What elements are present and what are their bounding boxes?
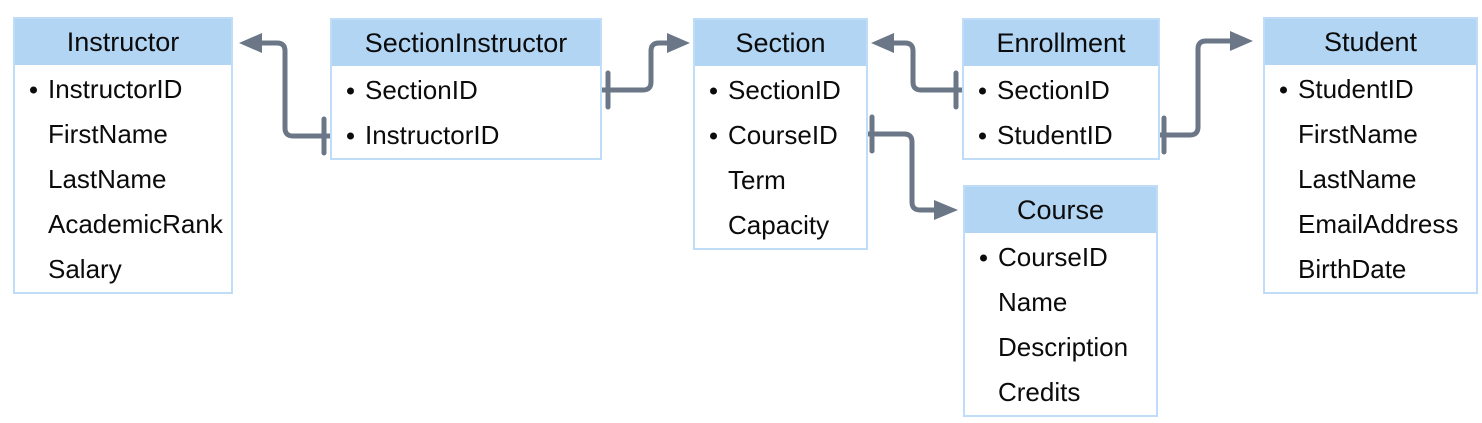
attribute-label: CourseID xyxy=(728,120,838,150)
connector-line xyxy=(1157,38,1233,138)
arrow-head-icon xyxy=(239,33,262,53)
attribute-row: InstructorID xyxy=(15,67,231,112)
attribute-row: LastName xyxy=(1265,157,1476,202)
primary-key-bullet-icon xyxy=(30,86,37,93)
attribute-row: Term xyxy=(695,158,866,203)
attribute-label: FirstName xyxy=(48,119,168,149)
entity-attributes: SectionID InstructorID xyxy=(332,68,600,158)
entity-sectioninstructor: SectionInstructor SectionID InstructorID xyxy=(330,18,602,160)
attribute-row: CourseID xyxy=(695,113,866,158)
attribute-label: LastName xyxy=(1298,164,1417,194)
connector-line xyxy=(599,40,670,93)
attribute-label: InstructorID xyxy=(365,120,500,150)
attribute-row: Credits xyxy=(965,370,1156,415)
entity-title: Section xyxy=(695,20,866,68)
connector-enrollment-to-student xyxy=(1157,31,1253,155)
primary-key-bullet-icon xyxy=(979,87,986,94)
attribute-label: Capacity xyxy=(728,210,830,240)
arrow-head-icon xyxy=(934,200,958,220)
primary-key-bullet-icon xyxy=(980,254,987,261)
arrow-head-icon xyxy=(871,33,894,53)
attribute-row: Salary xyxy=(15,247,231,292)
attribute-label: InstructorID xyxy=(48,74,183,104)
connector-line xyxy=(259,40,333,139)
attribute-label: LastName xyxy=(48,164,167,194)
attribute-label: AcademicRank xyxy=(48,209,223,239)
attribute-row: SectionID xyxy=(695,68,866,113)
attribute-row: AcademicRank xyxy=(15,202,231,247)
entity-title: Student xyxy=(1265,19,1476,67)
attribute-row: SectionID xyxy=(964,68,1158,113)
arrow-head-icon xyxy=(667,33,690,53)
attribute-row: CourseID xyxy=(965,235,1156,280)
entity-course: Course CourseID Name Description Credits xyxy=(963,185,1158,417)
primary-key-bullet-icon xyxy=(1280,86,1287,93)
entity-student: Student StudentID FirstName LastName Ema… xyxy=(1263,17,1478,294)
primary-key-bullet-icon xyxy=(347,132,354,139)
entity-title: SectionInstructor xyxy=(332,20,600,68)
entity-attributes: SectionID CourseID Term Capacity xyxy=(695,68,866,248)
attribute-row: Name xyxy=(965,280,1156,325)
primary-key-bullet-icon xyxy=(710,132,717,139)
entity-attributes: StudentID FirstName LastName EmailAddres… xyxy=(1265,67,1476,292)
primary-key-bullet-icon xyxy=(979,132,986,139)
attribute-row: StudentID xyxy=(964,113,1158,158)
connector-line xyxy=(865,131,937,213)
connector-sectioninstructor-to-instructor xyxy=(239,33,333,156)
attribute-label: FirstName xyxy=(1298,119,1418,149)
attribute-label: Name xyxy=(998,287,1068,317)
attribute-label: SectionID xyxy=(997,75,1110,105)
attribute-label: SectionID xyxy=(728,75,841,105)
attribute-label: BirthDate xyxy=(1298,254,1407,284)
entity-attributes: CourseID Name Description Credits xyxy=(965,235,1156,415)
entity-title: Course xyxy=(965,187,1156,235)
attribute-row: EmailAddress xyxy=(1265,202,1476,247)
attribute-row: FirstName xyxy=(1265,112,1476,157)
entity-title: Enrollment xyxy=(964,20,1158,68)
attribute-label: Description xyxy=(998,332,1129,362)
attribute-label: StudentID xyxy=(1298,74,1414,104)
attribute-row: SectionID xyxy=(332,68,600,113)
entity-enrollment: Enrollment SectionID StudentID xyxy=(962,18,1160,160)
entity-instructor: Instructor InstructorID FirstName LastNa… xyxy=(13,17,233,294)
primary-key-bullet-icon xyxy=(710,87,717,94)
attribute-label: Term xyxy=(728,165,786,195)
attribute-row: LastName xyxy=(15,157,231,202)
attribute-label: Credits xyxy=(998,377,1081,407)
attribute-row: StudentID xyxy=(1265,67,1476,112)
attribute-label: SectionID xyxy=(365,75,478,105)
attribute-label: Salary xyxy=(48,254,122,284)
connector-sectioninstructor-to-section xyxy=(599,33,690,110)
attribute-row: Description xyxy=(965,325,1156,370)
connector-section-to-course xyxy=(865,114,958,220)
attribute-row: Capacity xyxy=(695,203,866,248)
arrow-head-icon xyxy=(1230,31,1253,51)
attribute-row: BirthDate xyxy=(1265,247,1476,292)
primary-key-bullet-icon xyxy=(347,87,354,94)
entity-attributes: SectionID StudentID xyxy=(964,68,1158,158)
attribute-row: InstructorID xyxy=(332,113,600,158)
entity-attributes: InstructorID FirstName LastName Academic… xyxy=(15,67,231,292)
entity-section: Section SectionID CourseID Term Capacity xyxy=(693,18,868,250)
connector-enrollment-to-section xyxy=(871,33,965,110)
attribute-label: EmailAddress xyxy=(1298,209,1459,239)
attribute-row: FirstName xyxy=(15,112,231,157)
attribute-label: CourseID xyxy=(998,242,1108,272)
connector-line xyxy=(891,40,965,93)
entity-title: Instructor xyxy=(15,19,231,67)
attribute-label: StudentID xyxy=(997,120,1113,150)
